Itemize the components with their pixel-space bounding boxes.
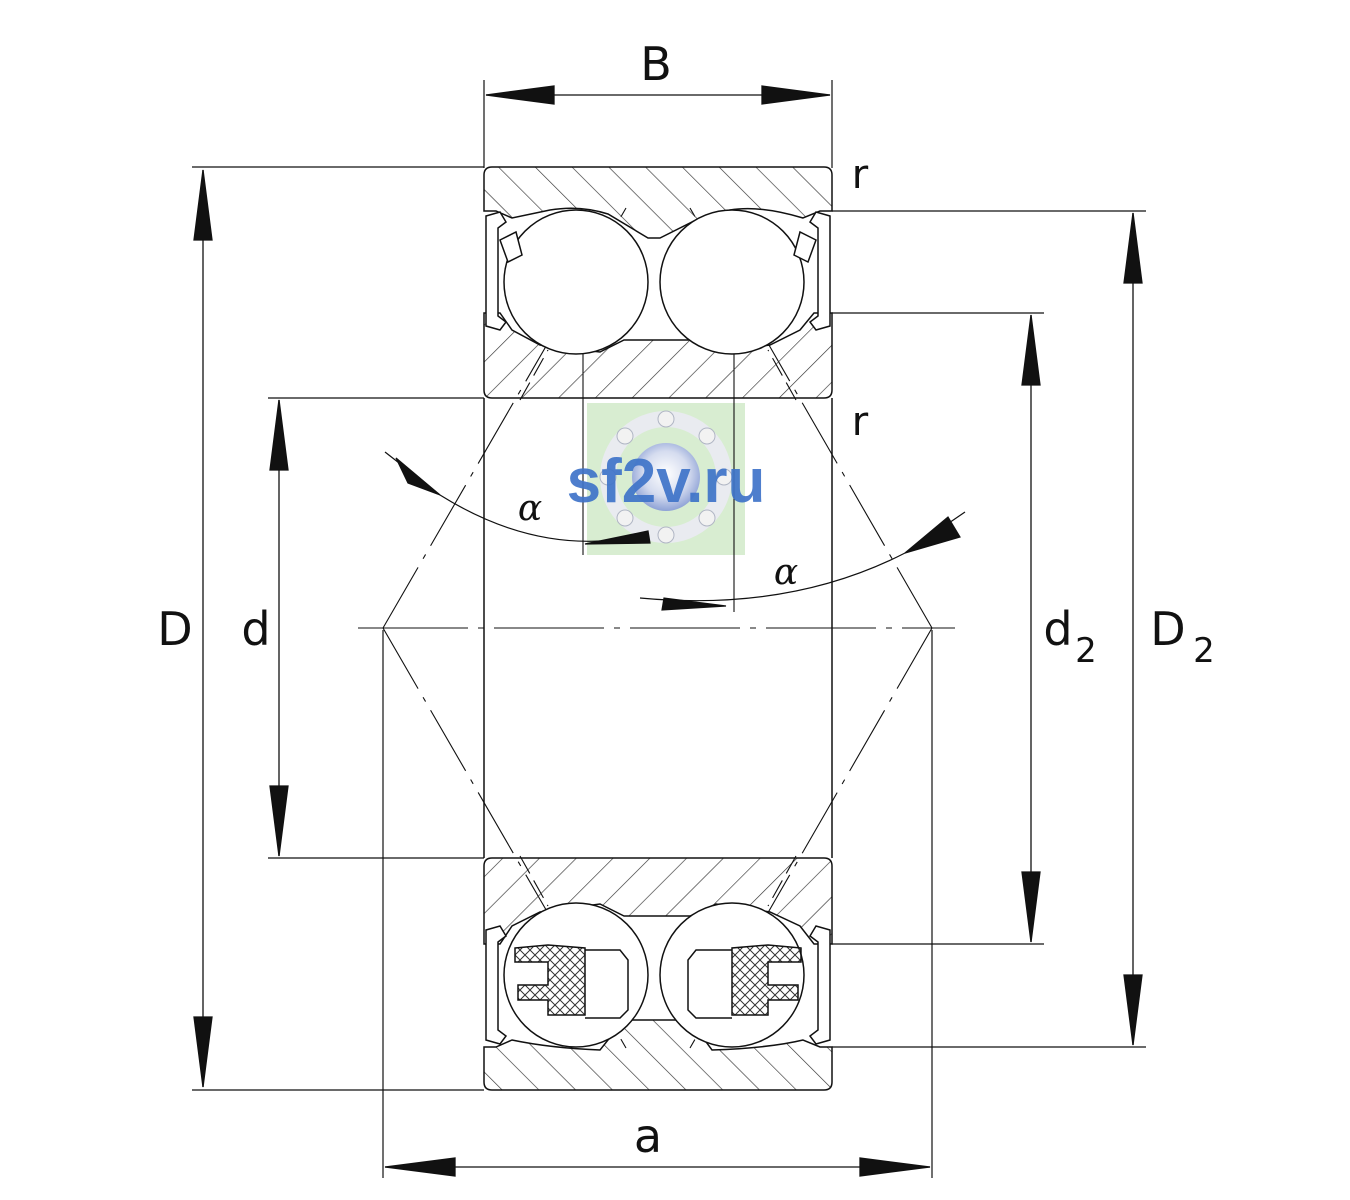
cage-bottom-right bbox=[731, 944, 802, 1016]
bearing-section-top bbox=[483, 166, 833, 401]
watermark-logo bbox=[587, 403, 745, 555]
seal-top-left bbox=[485, 211, 508, 331]
bearing-section-bottom bbox=[483, 855, 833, 1091]
label-chamfer-r-top: r bbox=[852, 152, 869, 198]
seal-bottom-right bbox=[808, 925, 831, 1045]
ball-top-right bbox=[659, 209, 805, 355]
label-contact-angle-left: α bbox=[518, 488, 542, 529]
watermark-bearing-ball-icon bbox=[632, 443, 700, 511]
contact-angle-arcs bbox=[384, 451, 966, 611]
label-D2-sub: 2 bbox=[1193, 631, 1215, 671]
label-distance-a: a bbox=[634, 1109, 662, 1163]
label-outer-diameter-D: D bbox=[157, 602, 192, 656]
label-width-B: B bbox=[640, 37, 672, 91]
watermark-small-balls bbox=[599, 410, 733, 544]
outer-ring-top bbox=[483, 166, 833, 239]
outer-ring-bottom bbox=[483, 1019, 833, 1091]
bore bbox=[483, 398, 833, 858]
dimension-lines bbox=[193, 85, 1143, 1177]
extension-lines bbox=[192, 80, 1146, 1178]
dimension-labels: B D d d 2 D 2 a r r α α bbox=[157, 37, 1215, 1163]
watermark-text: sf2v.ru bbox=[567, 447, 766, 516]
label-contact-angle-right: α bbox=[774, 552, 798, 593]
cage-bottom-left bbox=[514, 944, 586, 1016]
label-D2-main: D bbox=[1150, 602, 1185, 656]
label-d2-main: d bbox=[1043, 602, 1072, 656]
center-lines bbox=[358, 207, 955, 1049]
label-chamfer-r-bore: r bbox=[852, 399, 869, 445]
ball-top-left bbox=[503, 209, 649, 355]
inner-ring-top bbox=[483, 312, 833, 399]
seal-top-right bbox=[808, 211, 831, 331]
label-bore-diameter-d: d bbox=[241, 602, 270, 656]
seal-bottom-left bbox=[485, 925, 508, 1045]
label-d2-sub: 2 bbox=[1075, 631, 1097, 671]
